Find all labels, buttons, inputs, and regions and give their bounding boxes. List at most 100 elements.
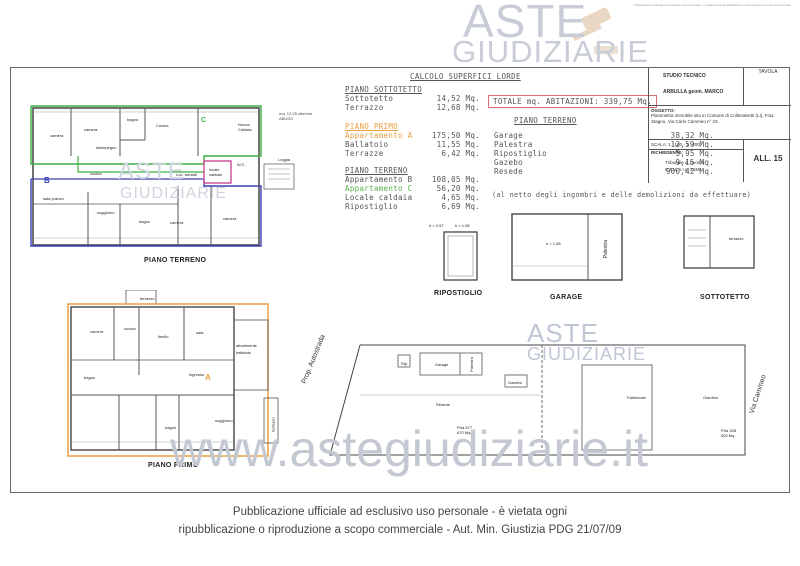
watermark-aste-mid: ASTE — [527, 318, 599, 348]
marker-a: A — [205, 373, 211, 382]
label-cucina-pt: Cucina — [156, 123, 169, 128]
label-loc-armadi: Loc. armadi — [176, 172, 197, 177]
watermark-aste: ASTE — [463, 0, 588, 47]
calc-terreno2-heading: PIANO TERRENO — [514, 116, 577, 125]
label-cucina-pp: cucina — [124, 326, 136, 331]
label-soggiorno-pt: soggiorno — [97, 210, 115, 215]
label-garage-site: Garage — [435, 362, 449, 367]
label-terrazzo-st: terrazzo — [729, 236, 744, 241]
label-disimpegno-pt: disimpegno — [96, 145, 117, 150]
label-bagno-pt: bagno — [127, 117, 139, 122]
label-h-garage: h = 1,98 — [546, 241, 561, 246]
label-nuova-caldaia: Nuova Caldaia — [238, 122, 252, 132]
label-loggia: Loggia — [278, 157, 291, 162]
label-rip-site: Rip. — [401, 361, 409, 366]
label-bagno-pt2: bagno — [139, 219, 151, 224]
watermark-giudiziarie-mid: GIUDIZIARIE — [527, 344, 647, 364]
calc-totale: TOTALE mq. ABITAZIONI: 339,75 Mq. — [488, 95, 657, 108]
label-fabbricato: Fabbricato — [627, 395, 646, 400]
marker-c: C — [201, 117, 207, 124]
title-richiedente-1: Tribunale di Livorno — [665, 160, 705, 165]
calc-title: CALCOLO SUPERFICI LORDE — [410, 72, 521, 81]
marker-b: B — [44, 176, 50, 185]
footer-line-2: ripubblicazione o riproduzione a scopo c… — [178, 524, 622, 536]
watermark-url: www.astegiudiziarie.it — [170, 421, 648, 477]
label-palestra-site: Palestra — [468, 357, 474, 372]
label-bagno-pp: bagno — [84, 375, 96, 380]
label-attualmente: attualmente — [236, 343, 257, 348]
label-camera-pt1: camera — [50, 133, 64, 138]
label-soggiorno-pp: soggiorno — [215, 418, 233, 423]
caption-sottotetto: SOTTOTETTO — [700, 294, 750, 301]
site-plan — [329, 344, 746, 456]
title-richiedente-label: RICHIEDENTE: — [651, 150, 684, 155]
label-ingresso: ingresso — [189, 372, 205, 377]
label-part-328: P.lla 328 500 Mq. — [721, 428, 737, 438]
caption-garage: GARAGE — [550, 294, 583, 301]
caption-ripostiglio: RIPOSTIGLIO — [434, 290, 483, 297]
calc-primo-heading: PIANO PRIMO — [345, 122, 398, 131]
title-studio: STUDIO TECNICO — [663, 73, 706, 79]
label-bagno-pp2: bagno — [165, 425, 177, 430]
garage-plan — [511, 213, 623, 281]
calc-terreno-heading: PIANO TERRENO — [345, 166, 408, 175]
label-camera-pt3: camera — [170, 220, 184, 225]
calc-sottotetto-heading: PIANO SOTTOTETTO — [345, 85, 423, 94]
watermark-giudiziarie: GIUDIZIARIE — [452, 34, 650, 69]
title-oggetto-label: OGGETTO: — [651, 108, 675, 113]
piano-primo-plan — [67, 290, 279, 457]
label-mq-abuso: mq. 12,25 ulteriore ABUSO — [279, 111, 313, 121]
label-locale-caldaia: locale caldaia — [209, 167, 222, 177]
label-h-rip: h = 2,57 — [429, 223, 444, 228]
title-oggetto-text: Planimetria immobile sito in Comune di C… — [651, 113, 776, 124]
watermark-giudiziarie-left: GIUDIZIARIE — [120, 185, 228, 202]
gavel-logo-icon — [562, 6, 622, 69]
label-sala-pranzo: sala pranzo — [43, 196, 64, 201]
label-palestra: Palestra — [603, 239, 610, 259]
title-scala: SCALA: 1 : 100 - 1 : 200 — [651, 142, 700, 147]
label-cucina-pt2: cucina — [90, 171, 102, 176]
label-ballatoio: ballatoio — [236, 350, 251, 355]
label-gazebo: Gazebo — [508, 380, 523, 385]
title-tavola: TAVOLA — [758, 69, 778, 75]
label-wc: W.C. — [237, 162, 246, 167]
piano-terreno-plan — [30, 105, 295, 247]
label-terrazzo-pp: terrazzo — [140, 296, 155, 301]
label-sala: sala — [196, 330, 204, 335]
label-tinello: tinello — [158, 334, 169, 339]
sottotetto-plan — [683, 215, 755, 269]
caption-piano-primo: PIANO PRIMO — [148, 462, 199, 469]
calc-nota: (al netto degli ingombri e delle demoliz… — [492, 191, 752, 199]
label-resede: Resede — [436, 402, 450, 407]
label-camera-pt4: camera — [223, 216, 237, 221]
label-part-677: P.lla 677 670 Mq. — [457, 425, 473, 435]
header-note: Pubblicazione ufficiale ad esclusivo uso… — [634, 3, 792, 7]
footer-line-1: Pubblicazione ufficiale ad esclusivo uso… — [232, 506, 568, 518]
label-camera-pt2: camera — [84, 127, 98, 132]
caption-piano-terreno: PIANO TERRENO — [144, 257, 207, 264]
label-camera-pp: camera — [90, 329, 104, 334]
title-name: ARBULLA geom. MARCO — [663, 89, 724, 95]
title-all: ALL. 15 — [753, 154, 783, 163]
drawing-sheet — [10, 67, 790, 493]
watermark-aste-left: ASTE — [118, 158, 185, 185]
label-giardino: Giardino — [703, 395, 719, 400]
